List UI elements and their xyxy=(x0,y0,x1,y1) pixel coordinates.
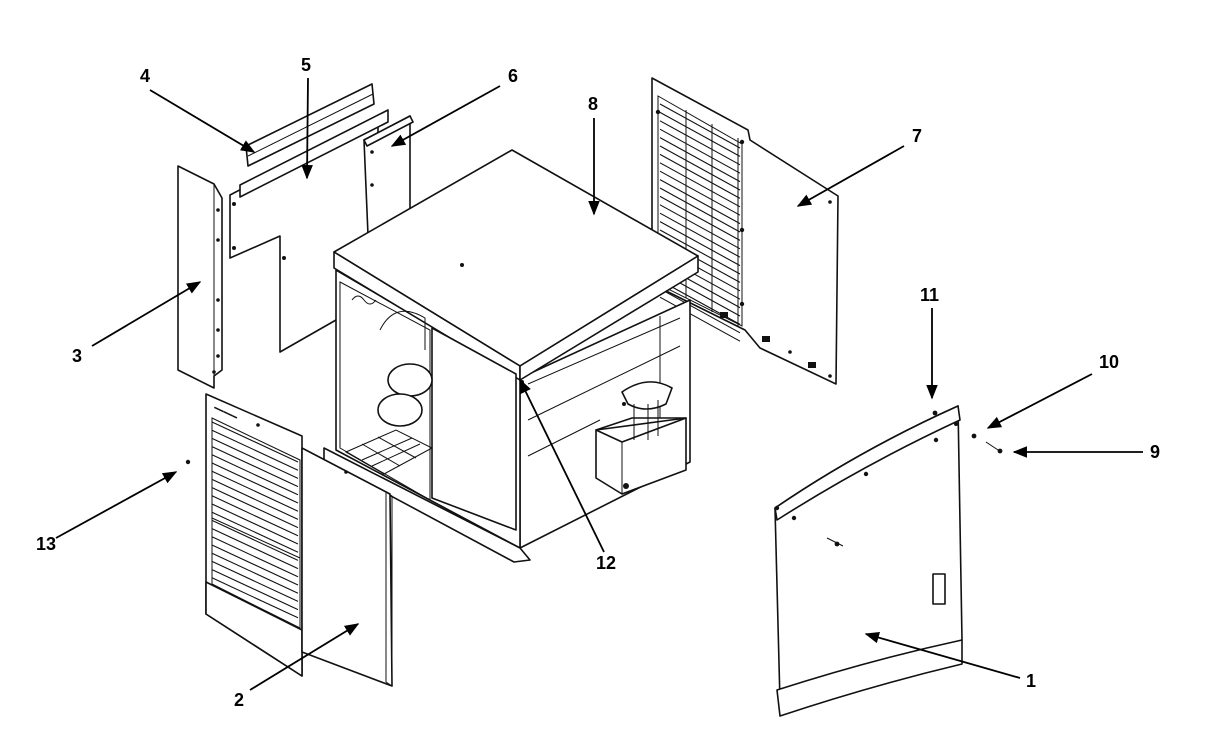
leader-4 xyxy=(149,89,256,153)
callout-13: 13 xyxy=(36,534,56,554)
louver-slat xyxy=(659,137,741,183)
screw-9 xyxy=(997,448,1003,454)
louver-slat xyxy=(659,153,741,199)
louver-slat xyxy=(659,229,741,275)
louver-slat xyxy=(659,221,741,267)
louver-slat xyxy=(211,544,299,586)
callout-1: 1 xyxy=(1026,671,1036,691)
callout-2: 2 xyxy=(234,690,244,710)
part-1-front-curved-panel xyxy=(774,405,963,717)
callout-10: 10 xyxy=(1099,352,1119,372)
louver-slat xyxy=(659,111,741,157)
leader-12 xyxy=(519,378,605,553)
callout-6: 6 xyxy=(508,66,518,86)
drain-pump-assembly xyxy=(595,381,687,495)
louver-slat xyxy=(211,560,299,602)
callout-11: 11 xyxy=(920,285,939,305)
louver-slat xyxy=(211,528,299,570)
louver-slat xyxy=(659,204,741,250)
louver-slat xyxy=(659,145,741,191)
leader-3 xyxy=(91,281,202,347)
louver-slat xyxy=(211,462,299,504)
leader-13 xyxy=(55,471,178,539)
louver-slat xyxy=(211,569,299,611)
callout-3: 3 xyxy=(72,346,82,366)
louver-slat xyxy=(211,519,299,561)
leader-2 xyxy=(249,623,360,691)
louver-slat xyxy=(211,429,299,471)
louver-slat xyxy=(211,511,299,553)
leader-1 xyxy=(864,632,1021,679)
louver-slat xyxy=(659,162,741,208)
louver-slat xyxy=(659,103,741,149)
callout-12: 12 xyxy=(596,553,616,573)
washer-10 xyxy=(971,433,977,439)
louver-slat xyxy=(659,120,741,166)
louver-slat xyxy=(211,495,299,537)
louver-slat xyxy=(211,446,299,488)
screw-13 xyxy=(185,459,191,465)
callout-9: 9 xyxy=(1150,442,1160,462)
leader-7 xyxy=(796,145,905,207)
louver-slat xyxy=(211,454,299,496)
callout-4: 4 xyxy=(140,66,150,86)
callout-7: 7 xyxy=(912,126,922,146)
louver-slat xyxy=(659,170,741,216)
interior-compressor xyxy=(351,295,433,427)
louver-slat xyxy=(659,128,741,174)
louver-slat xyxy=(659,179,741,225)
callout-5: 5 xyxy=(301,55,311,75)
louver-slat xyxy=(659,195,741,241)
callout-8: 8 xyxy=(588,94,598,114)
louver-slat xyxy=(659,296,741,342)
louver-slat xyxy=(211,487,299,529)
louver-slat xyxy=(211,437,299,479)
louver-slat xyxy=(211,478,299,520)
louver-slat xyxy=(659,212,741,258)
louver-slat xyxy=(659,288,741,334)
part-3-left-side-panel xyxy=(177,165,223,389)
part-2-front-louvered-panel: ▬▬▬▬▬ xyxy=(205,393,393,687)
part-7-louvered-rear-panel xyxy=(651,77,839,385)
louver-slat xyxy=(659,187,741,233)
louver-slat xyxy=(211,552,299,594)
louver-slat xyxy=(211,536,299,578)
screw-11 xyxy=(932,410,938,416)
leader-10 xyxy=(986,373,1093,429)
louver-slat xyxy=(211,503,299,545)
part-8-cabinet-body xyxy=(323,149,699,563)
drain-tray-grid xyxy=(344,429,434,475)
louver-slat xyxy=(211,470,299,512)
leader-5 xyxy=(301,77,313,180)
louver-slat xyxy=(211,421,299,463)
callout-leaders xyxy=(55,77,1143,691)
part-4-top-strip xyxy=(245,83,375,167)
callout-labels: 1 2 3 4 5 6 7 8 9 10 11 12 13 xyxy=(36,55,1160,710)
leader-6 xyxy=(390,85,501,147)
louver-slat xyxy=(211,577,299,619)
